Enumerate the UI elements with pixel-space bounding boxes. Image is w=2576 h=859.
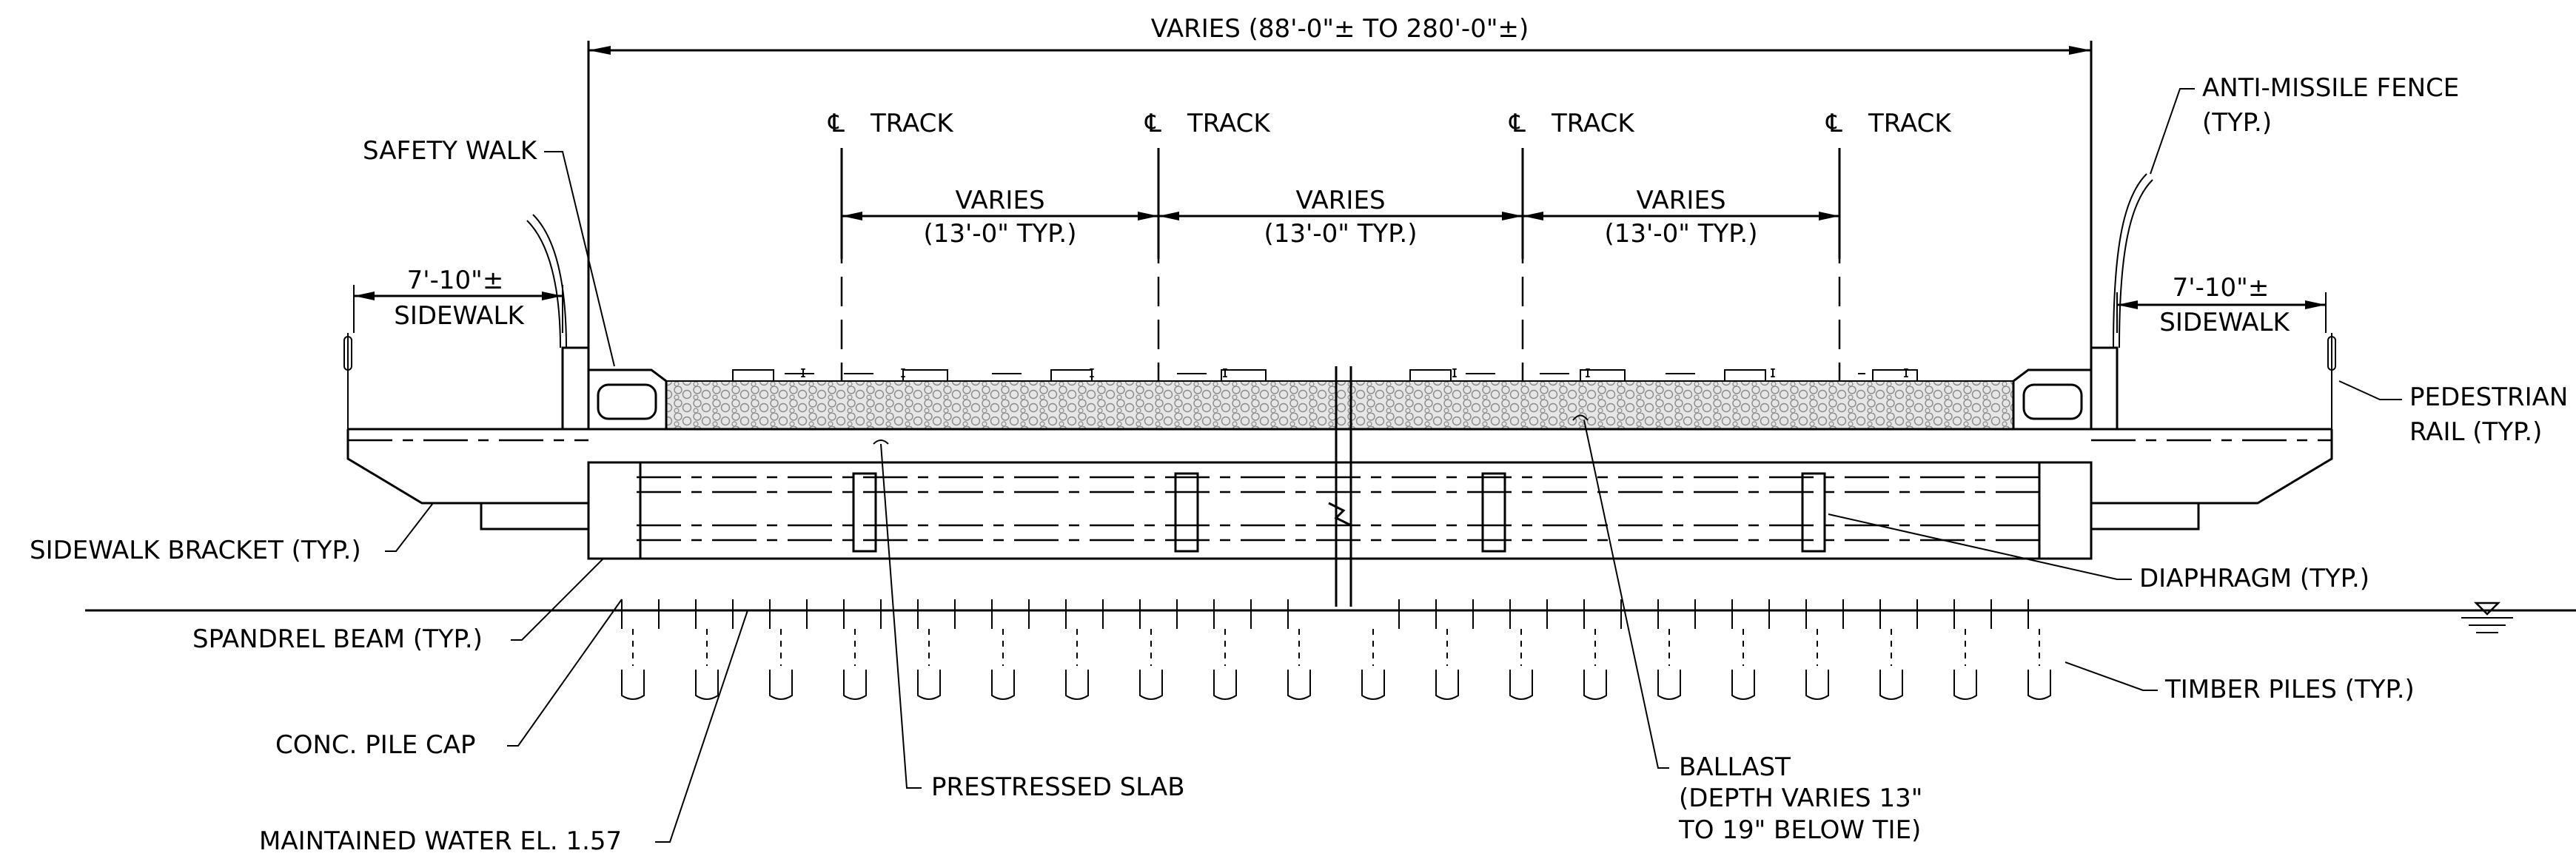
safety-walk-left bbox=[587, 368, 668, 431]
svg-text:ɪ: ɪ bbox=[1222, 363, 1228, 382]
timber-pile bbox=[1731, 670, 1755, 700]
spandrel-beam-label: SPANDREL BEAM (TYP.) bbox=[192, 624, 483, 654]
timber-pile bbox=[621, 670, 645, 700]
timber-pile bbox=[1361, 670, 1385, 700]
timber-pile bbox=[1953, 670, 1977, 700]
svg-text:ɪ: ɪ bbox=[1089, 363, 1095, 382]
timber-pile bbox=[695, 670, 719, 700]
water-line bbox=[85, 602, 2576, 633]
prestressed-slab-label: PRESTRESSED SLAB bbox=[931, 772, 1185, 802]
timber-pile bbox=[1213, 670, 1237, 700]
pile-cap-label: CONC. PILE CAP bbox=[275, 730, 476, 760]
sidewalk-left-structure bbox=[343, 214, 590, 530]
svg-text:(13'-0" TYP.): (13'-0" TYP.) bbox=[1604, 219, 1757, 249]
deck-structure bbox=[348, 366, 2332, 607]
track-label: TRACK bbox=[870, 109, 954, 138]
timber-pile bbox=[769, 670, 793, 700]
svg-text:ɪ: ɪ bbox=[1585, 363, 1591, 382]
svg-text:ɪ: ɪ bbox=[800, 363, 806, 382]
track-centerline-3: ℄ TRACK bbox=[1509, 109, 1635, 414]
track-centerline-1: ℄ TRACK bbox=[828, 109, 954, 414]
track-label: TRACK bbox=[1868, 109, 1952, 138]
safety-walk-right bbox=[2012, 368, 2093, 431]
track-label: TRACK bbox=[1187, 109, 1271, 138]
track-spacing-1: VARIES (13'-0" TYP.) bbox=[923, 186, 1076, 249]
svg-text:VARIES: VARIES bbox=[1295, 186, 1385, 215]
centerline-symbol: ℄ bbox=[1825, 109, 1842, 138]
timber-pile bbox=[1065, 670, 1089, 700]
timber-pile bbox=[1509, 670, 1533, 700]
sidewalk-dimension-left: 7'-10"± SIDEWALK bbox=[353, 266, 563, 333]
track-label: TRACK bbox=[1551, 109, 1635, 138]
svg-text:ɪ: ɪ bbox=[1770, 363, 1776, 382]
svg-text:(13'-0" TYP.): (13'-0" TYP.) bbox=[1264, 219, 1417, 249]
svg-text:ɪ: ɪ bbox=[900, 363, 906, 382]
overall-dimension-label: VARIES (88'-0"± TO 280'-0"±) bbox=[1151, 14, 1529, 44]
timber-pile bbox=[2027, 670, 2051, 700]
sidewalk-right-structure bbox=[2090, 173, 2336, 530]
timber-pile bbox=[917, 670, 941, 700]
svg-text:ɪ: ɪ bbox=[1903, 363, 1909, 382]
svg-text:VARIES: VARIES bbox=[955, 186, 1044, 215]
ballast-label-2: (DEPTH VARIES 13" bbox=[1679, 784, 1922, 813]
track-spacing-2: VARIES (13'-0" TYP.) bbox=[1264, 186, 1417, 249]
track-spacing-3: VARIES (13'-0" TYP.) bbox=[1604, 186, 1757, 249]
ballast-fill bbox=[665, 380, 2014, 430]
timber-pile bbox=[1657, 670, 1681, 700]
sidewalk-bracket-label: SIDEWALK BRACKET (TYP.) bbox=[30, 536, 361, 565]
diaphragm-label: DIAPHRAGM (TYP.) bbox=[2139, 564, 2369, 593]
centerline-symbol: ℄ bbox=[1144, 109, 1161, 138]
timber-piles bbox=[621, 599, 2051, 700]
track-centerline-2: ℄ TRACK bbox=[1144, 109, 1271, 414]
ballast-label-3: TO 19" BELOW TIE) bbox=[1678, 815, 1921, 845]
svg-text:ɪ: ɪ bbox=[1452, 363, 1458, 382]
track-centerline-4: ℄ TRACK bbox=[1825, 109, 1952, 414]
svg-text:SIDEWALK: SIDEWALK bbox=[2159, 308, 2290, 337]
timber-pile bbox=[843, 670, 867, 700]
rails-ties: ɪ ɪ ɪ ɪ ɪ ɪ ɪ ɪ bbox=[732, 363, 1918, 382]
svg-text:(13'-0" TYP.): (13'-0" TYP.) bbox=[923, 219, 1076, 249]
timber-piles-label: TIMBER PILES (TYP.) bbox=[2164, 675, 2415, 704]
timber-pile bbox=[1139, 670, 1163, 700]
centerline-symbol: ℄ bbox=[1509, 109, 1526, 138]
anti-missile-fence-label-2: (TYP.) bbox=[2202, 108, 2272, 138]
timber-pile bbox=[1805, 670, 1829, 700]
water-el-label: MAINTAINED WATER EL. 1.57 bbox=[259, 826, 622, 856]
sidewalk-dimension-right: 7'-10"± SIDEWALK bbox=[2116, 273, 2327, 337]
pedestrian-rail-label-2: RAIL (TYP.) bbox=[2409, 417, 2542, 447]
callouts: SAFETY WALK ANTI-MISSILE FENCE (TYP.) PE… bbox=[30, 73, 2568, 856]
pedestrian-rail-label: PEDESTRIAN bbox=[2409, 383, 2568, 412]
svg-text:VARIES: VARIES bbox=[1636, 186, 1725, 215]
timber-pile bbox=[991, 670, 1015, 700]
track-centerlines: ℄ TRACK ℄ TRACK ℄ TRACK ℄ TRACK bbox=[828, 109, 1952, 414]
svg-text:SIDEWALK: SIDEWALK bbox=[394, 301, 525, 331]
safety-walk-label: SAFETY WALK bbox=[363, 136, 538, 166]
track-spacing-dimensions: VARIES (13'-0" TYP.) VARIES (13'-0" TYP.… bbox=[842, 186, 1839, 249]
overall-dimension: VARIES (88'-0"± TO 280'-0"±) bbox=[587, 14, 2093, 429]
svg-text:7'-10"±: 7'-10"± bbox=[407, 266, 504, 295]
svg-text:7'-10"±: 7'-10"± bbox=[2173, 273, 2270, 303]
timber-pile bbox=[1583, 670, 1607, 700]
timber-pile bbox=[1879, 670, 1903, 700]
timber-pile bbox=[1435, 670, 1459, 700]
ballast-label: BALLAST bbox=[1679, 752, 1791, 782]
centerline-symbol: ℄ bbox=[828, 109, 845, 138]
anti-missile-fence-label: ANTI-MISSILE FENCE bbox=[2202, 73, 2459, 103]
timber-pile bbox=[1287, 670, 1311, 700]
